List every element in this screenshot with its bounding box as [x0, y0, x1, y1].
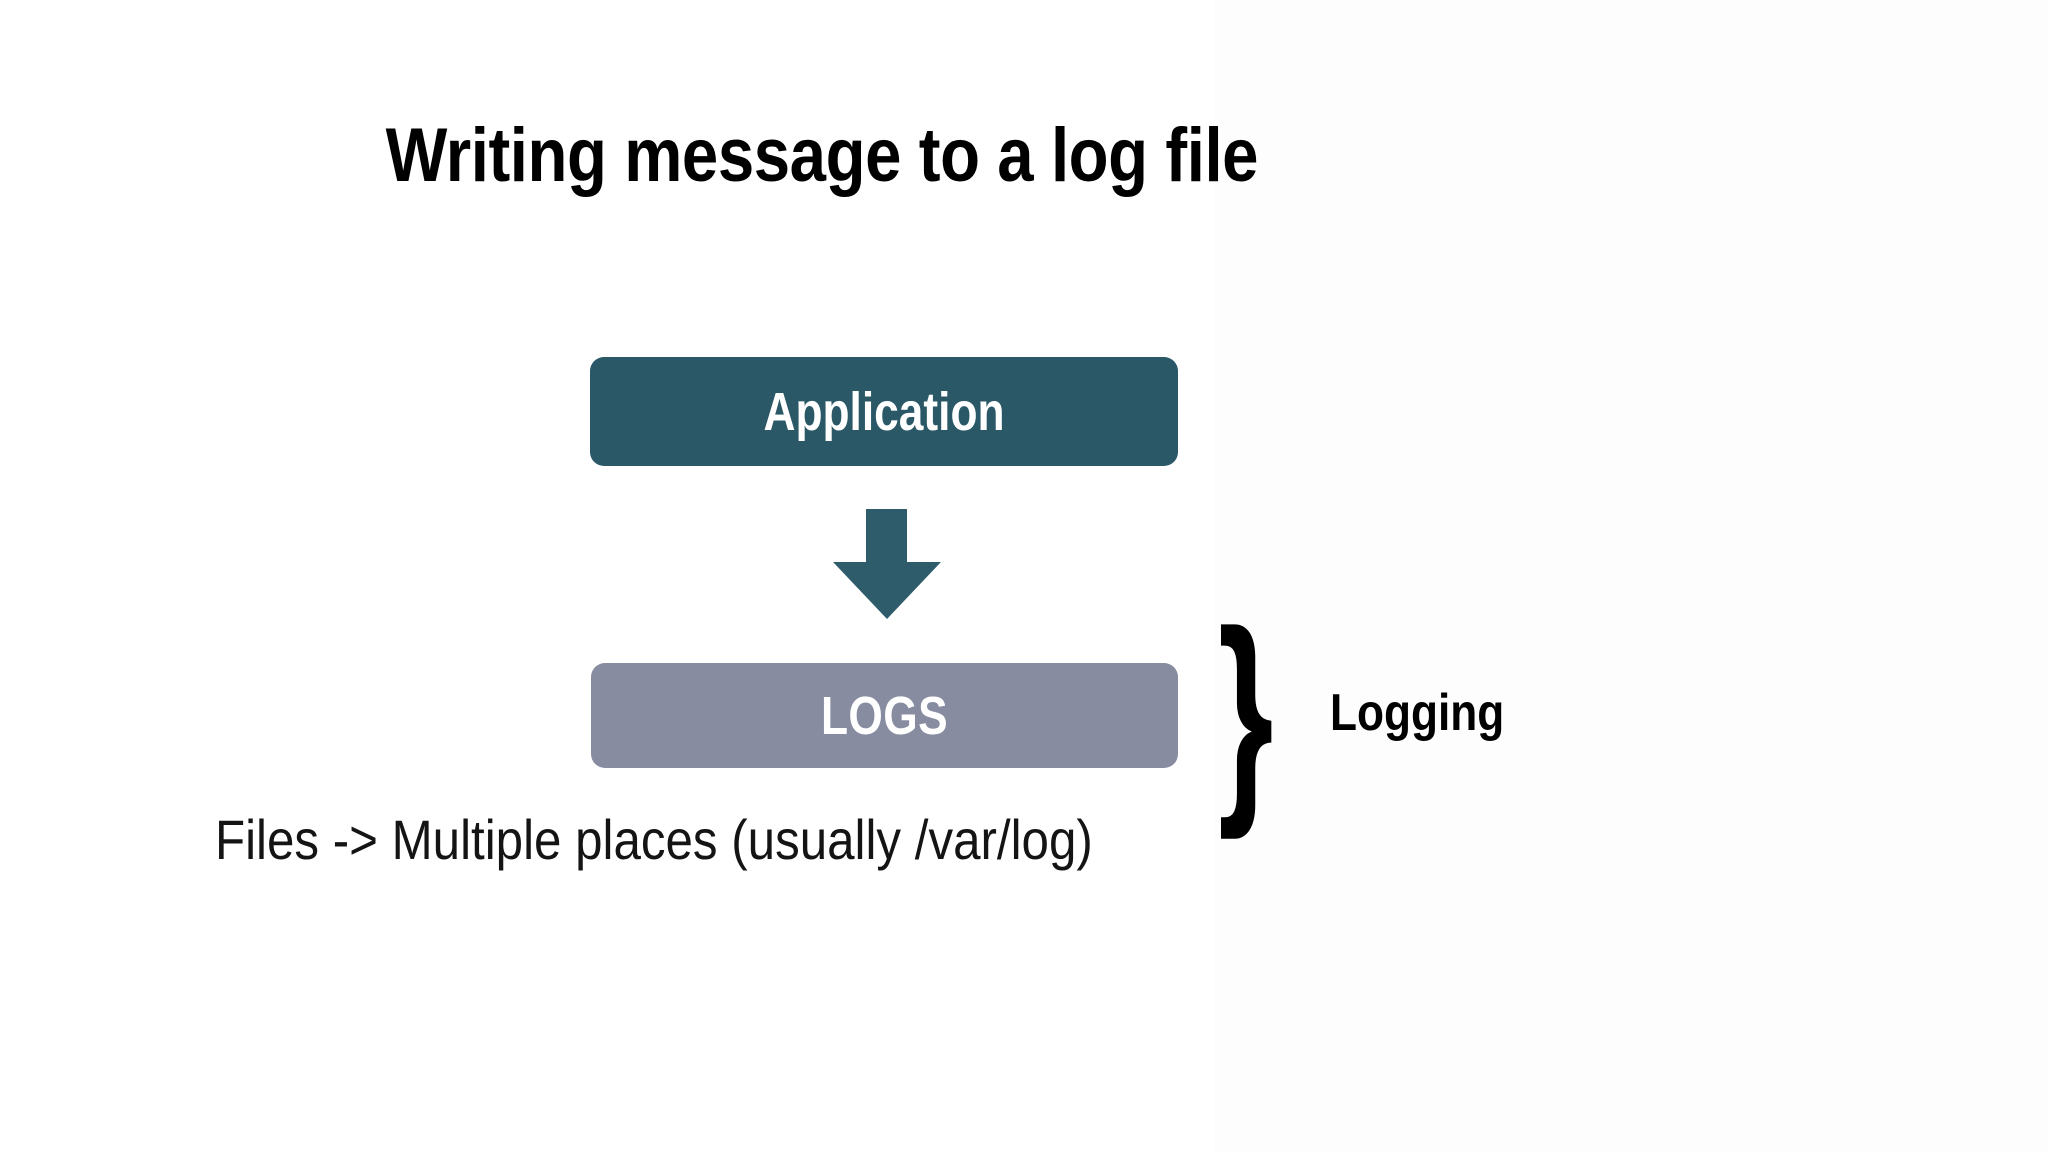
- caption-text: Files -> Multiple places (usually /var/l…: [215, 808, 1093, 871]
- down-arrow-icon: [833, 509, 941, 619]
- arrow-shaft: [866, 509, 907, 563]
- diagram-node-logs[interactable]: LOGS: [591, 663, 1178, 768]
- group-label-logging: Logging: [1330, 684, 1505, 742]
- curly-brace-icon: }: [1218, 583, 1274, 840]
- diagram-node-application-label: Application: [763, 381, 1005, 442]
- page-title: Writing message to a log file: [385, 113, 1259, 198]
- diagram-node-application[interactable]: Application: [590, 357, 1178, 466]
- arrow-head: [833, 562, 941, 619]
- background-panel: [1215, 0, 2048, 1152]
- diagram-node-logs-label: LOGS: [820, 685, 949, 746]
